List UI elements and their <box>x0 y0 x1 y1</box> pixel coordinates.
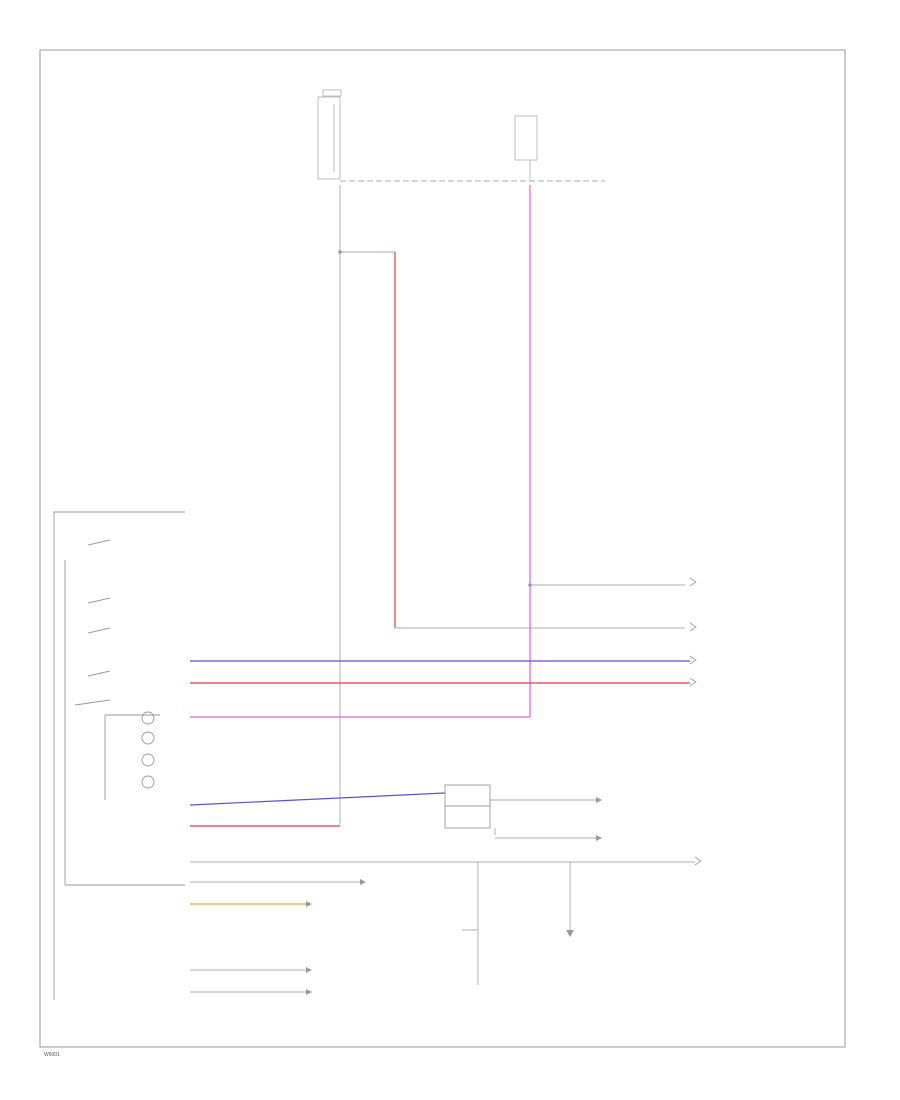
page-code: W6001 <box>44 1052 60 1058</box>
switch-contact-4 <box>87 670 111 677</box>
top-fuse-box <box>317 89 342 180</box>
lamp-1 <box>141 711 155 725</box>
terminal-arrow-2 <box>689 622 697 632</box>
output-arrow-2 <box>596 835 602 841</box>
left-module-bracket <box>53 511 185 1000</box>
switch-contact-2 <box>87 597 111 604</box>
ground-arrow-2 <box>306 901 312 907</box>
lamp-2 <box>141 731 155 745</box>
splice-dot-1 <box>338 250 342 254</box>
ground-arrow-4 <box>306 989 312 995</box>
top-relay-box <box>514 115 538 181</box>
center-module-box <box>444 784 491 829</box>
fuse-box-outline <box>317 96 341 180</box>
terminal-arrow-1 <box>689 577 697 587</box>
switch-contact-5 <box>74 699 111 706</box>
misc-components <box>306 250 602 995</box>
right-terminals <box>689 577 702 866</box>
switch-contact-3 <box>87 627 111 634</box>
fuse-box-tab <box>322 89 342 97</box>
switch-contact-1 <box>87 539 111 546</box>
left-switch-module <box>53 511 185 1000</box>
wire-blue-lower <box>189 792 446 806</box>
diagram-border <box>39 49 846 1048</box>
terminal-arrow-5 <box>694 856 702 866</box>
splice-dot-2 <box>528 583 532 587</box>
ground-arrow-1 <box>360 879 366 885</box>
terminal-arrow-3 <box>689 655 697 665</box>
lamp-3 <box>141 753 155 767</box>
output-arrow-3 <box>566 930 574 937</box>
center-module <box>444 784 491 829</box>
output-arrow-1 <box>596 797 602 803</box>
relay-box-outline <box>514 115 538 161</box>
wires <box>189 180 695 993</box>
lamp-4 <box>141 775 155 789</box>
terminal-arrow-4 <box>689 677 697 687</box>
ground-arrow-3 <box>306 967 312 973</box>
